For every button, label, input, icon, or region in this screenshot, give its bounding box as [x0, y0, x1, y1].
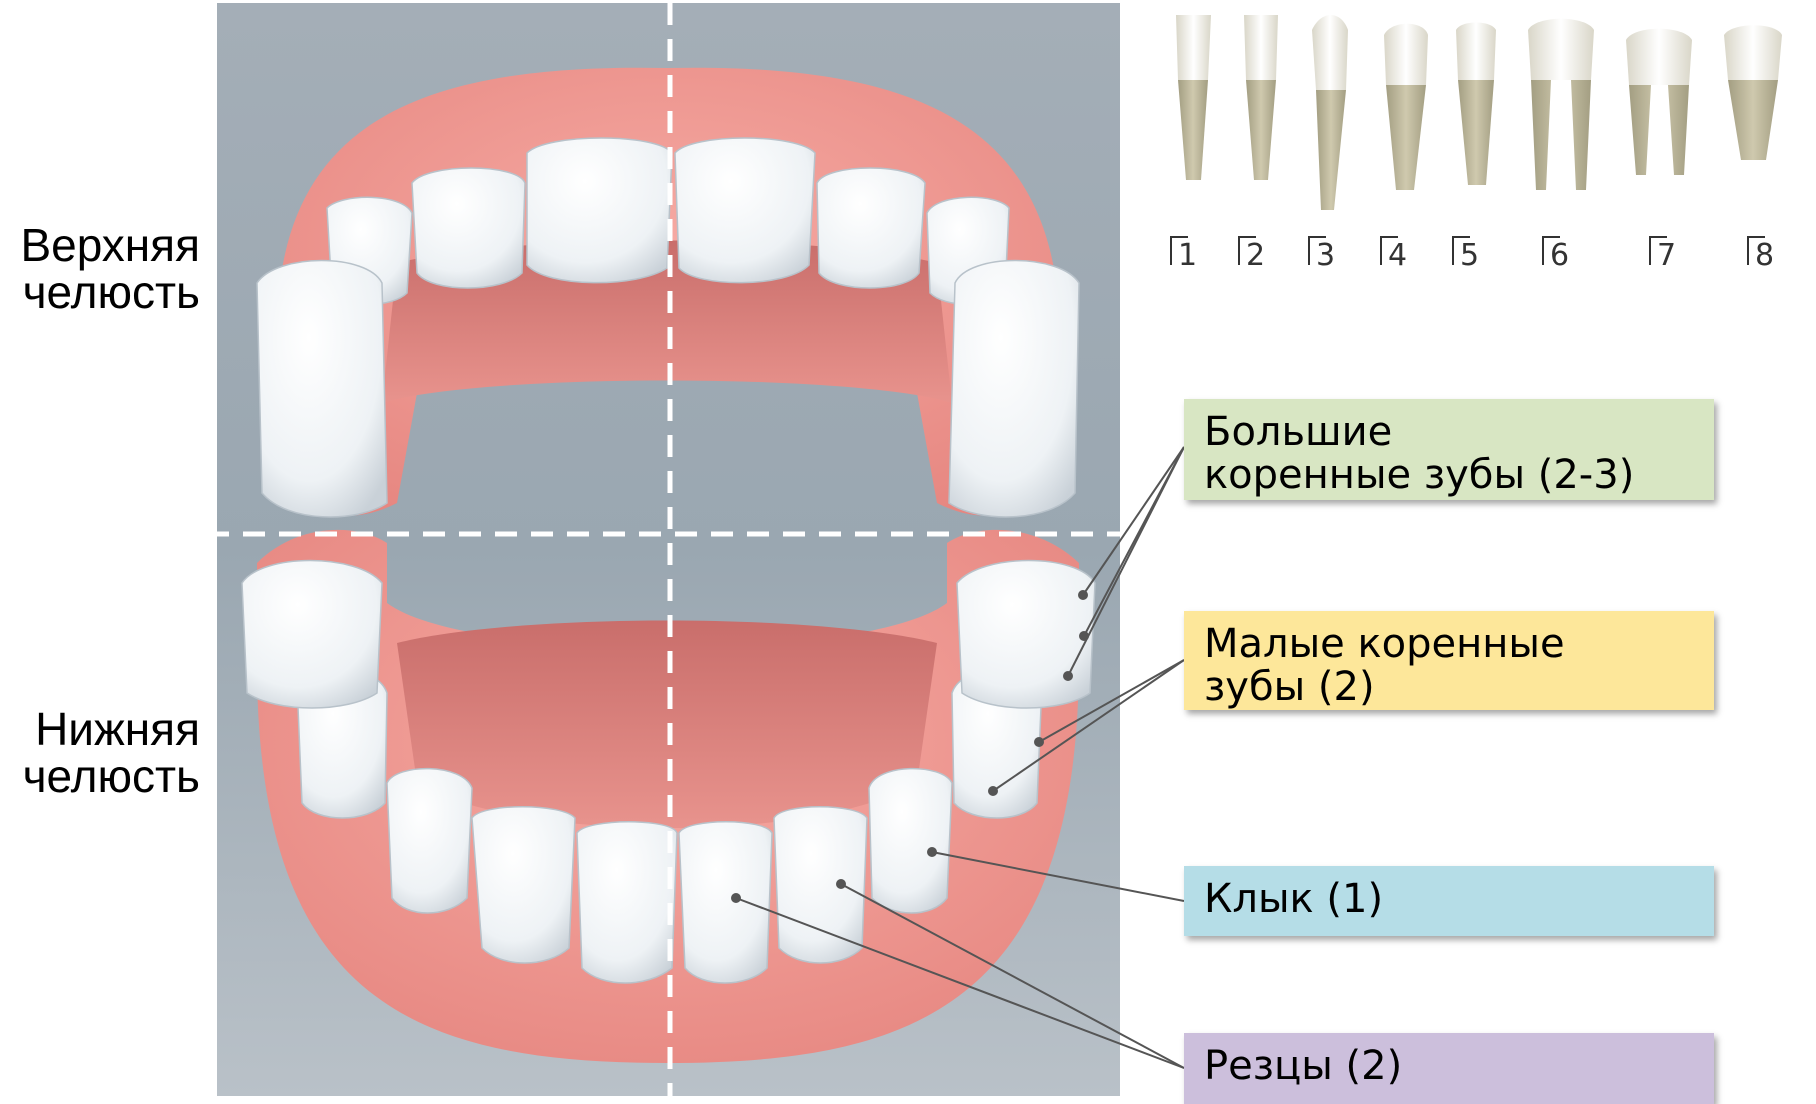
lower-incisor-center-left	[577, 822, 677, 983]
callout-molars-line-1: Большие	[1204, 411, 1694, 454]
callout-incisors: Резцы (2)	[1184, 1033, 1714, 1104]
tooth-2-icon	[1244, 15, 1278, 180]
callout-incisors-text: Резцы (2)	[1204, 1045, 1694, 1088]
tooth-8-icon	[1724, 25, 1782, 160]
tooth-number-7: 7	[1657, 238, 1676, 273]
tooth-number-6: 6	[1550, 238, 1569, 273]
upper-lateral-left	[412, 168, 525, 288]
tooth-number-2: 2	[1246, 238, 1265, 273]
tooth-6-icon	[1528, 19, 1594, 190]
upper-incisor-right	[675, 138, 815, 283]
lower-molars-right	[957, 561, 1095, 709]
tooth-5-icon	[1456, 23, 1496, 186]
upper-molars-left	[257, 261, 387, 517]
lower-jaw-label-line-1: Нижняя	[0, 706, 200, 753]
callout-canine: Клык (1)	[1184, 866, 1714, 936]
tooth-7-icon	[1626, 29, 1692, 175]
lower-incisor-lateral-left	[472, 807, 575, 963]
mouth-illustration	[217, 3, 1120, 1096]
tooth-types-strip: 1 2 3 4 5 6 7 8	[1156, 0, 1806, 290]
upper-molars-right	[949, 261, 1079, 517]
lower-jaw-label: Нижняя челюсть	[0, 706, 200, 800]
callout-molars-line-2: коренные зубы (2-3)	[1204, 454, 1694, 497]
upper-jaw-label-line-1: Верхняя	[0, 222, 200, 269]
tooth-number-8: 8	[1755, 238, 1774, 273]
lower-canine-right	[869, 769, 952, 913]
tooth-number-3: 3	[1316, 238, 1335, 273]
upper-lateral-right	[817, 168, 925, 288]
lower-incisor-center-right	[679, 822, 772, 983]
tooth-3-icon	[1312, 15, 1348, 210]
upper-incisor-left	[527, 138, 672, 283]
lower-jaw-label-line-2: челюсть	[0, 753, 200, 800]
lower-canine-left	[387, 769, 472, 913]
lower-molars-left	[242, 561, 382, 709]
callout-canine-text: Клык (1)	[1204, 878, 1694, 921]
tooth-number-5: 5	[1460, 238, 1479, 273]
lower-floor	[397, 621, 937, 829]
tooth-1-icon	[1176, 15, 1211, 180]
callout-premolars-line-1: Малые коренные	[1204, 623, 1694, 666]
tooth-number-4: 4	[1388, 238, 1407, 273]
callout-premolars: Малые коренные зубы (2)	[1184, 611, 1714, 710]
tooth-number-1: 1	[1178, 238, 1197, 273]
lower-incisor-lateral-right	[774, 807, 867, 963]
upper-jaw-label-line-2: челюсть	[0, 269, 200, 316]
tooth-4-icon	[1384, 24, 1428, 190]
callout-premolars-line-2: зубы (2)	[1204, 666, 1694, 709]
upper-jaw-label: Верхняя челюсть	[0, 222, 200, 316]
callout-molars: Большие коренные зубы (2-3)	[1184, 399, 1714, 500]
